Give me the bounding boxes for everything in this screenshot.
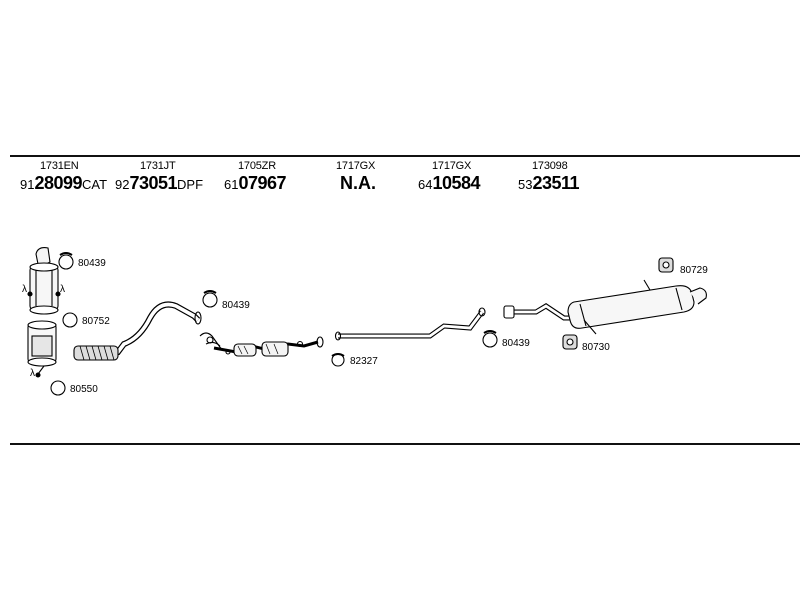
rear-muffler <box>503 279 707 335</box>
lambda-sensor-symbol: λ <box>22 284 27 295</box>
header-column-6: 173098 5323511 <box>518 160 580 194</box>
gasket-80752 <box>62 312 78 328</box>
diagram-bottom-rule <box>10 443 800 445</box>
clamp-80439-a <box>58 252 74 270</box>
clamp-82327 <box>331 353 345 367</box>
particulate-filter <box>27 320 57 378</box>
header-column-1: 1731EN 9128099CAT <box>20 160 107 194</box>
column-code: 1717GX <box>432 160 472 172</box>
middle-section <box>199 332 324 357</box>
callout-label: 80439 <box>78 258 106 269</box>
clamp-80439-b <box>202 290 218 308</box>
header-column-2: 1731JT 9273051DPF <box>115 160 203 194</box>
column-code: 1705ZR <box>238 160 276 172</box>
callout-label: 80550 <box>70 384 98 395</box>
callout-label: 80439 <box>502 338 530 349</box>
callout-label: 80752 <box>82 316 110 327</box>
callout-label: 80439 <box>222 300 250 311</box>
column-code: 173098 <box>532 160 568 172</box>
header-column-4: 1717GX N.A. <box>336 160 376 193</box>
callout-label: 80730 <box>582 342 610 353</box>
part-number: 9273051DPF <box>115 173 204 193</box>
header-column-3: 1705ZR 6107967 <box>224 160 287 194</box>
clamp-80439-c <box>482 330 498 348</box>
callout-label: 82327 <box>350 356 378 367</box>
column-code: 1731JT <box>140 160 176 172</box>
part-number: 9128099CAT <box>20 173 108 193</box>
part-number: 6107967 <box>224 173 287 193</box>
column-code: 1717GX <box>336 160 376 172</box>
part-number: 6410584 <box>418 173 481 193</box>
part-number: 5323511 <box>518 173 580 193</box>
lambda-sensor-symbol: λ <box>30 368 35 379</box>
catalytic-converter-upper <box>27 247 61 315</box>
rubber-mount-80729 <box>658 257 674 273</box>
part-number: N.A. <box>340 173 376 193</box>
lambda-sensor-symbol: λ <box>60 284 65 295</box>
callout-label: 80729 <box>680 265 708 276</box>
intermediate-pipe <box>334 307 486 341</box>
header-column-5: 1717GX 6410584 <box>418 160 481 194</box>
rubber-mount-80730 <box>562 334 578 350</box>
gasket-80550 <box>50 380 66 396</box>
header-top-rule <box>10 155 800 157</box>
front-pipe <box>73 301 202 361</box>
column-code: 1731EN <box>40 160 79 172</box>
